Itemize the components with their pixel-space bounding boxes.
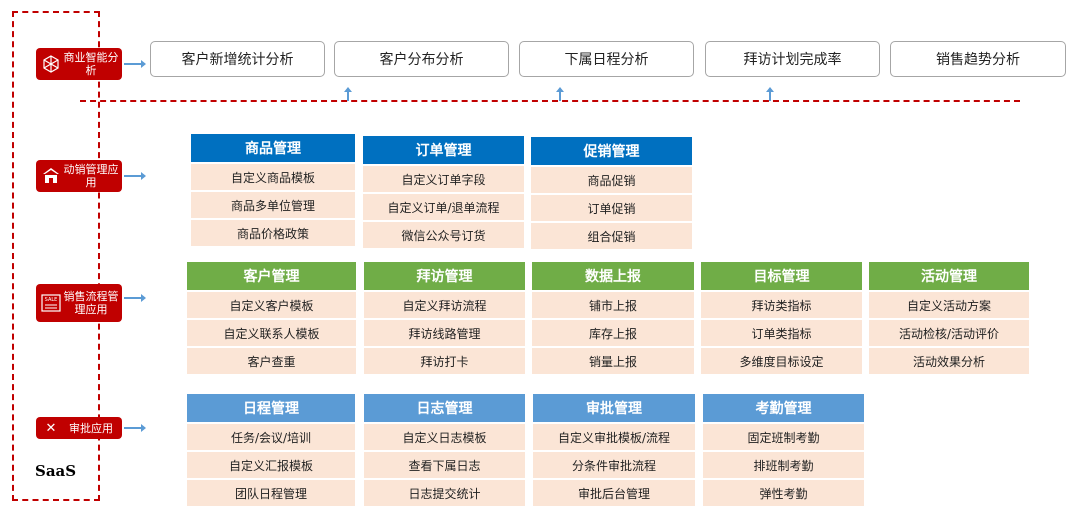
module-title: 拜访管理 — [364, 262, 525, 290]
module-item: 商品价格政策 — [191, 220, 355, 246]
module-item: 日志提交统计 — [364, 480, 525, 506]
module-item: 自定义日志模板 — [364, 424, 525, 450]
module-title: 促销管理 — [531, 137, 692, 165]
module-item: 商品促销 — [531, 167, 692, 193]
module-target: 目标管理 拜访类指标 订单类指标 多维度目标设定 — [701, 262, 862, 376]
module-item: 商品多单位管理 — [191, 192, 355, 218]
module-item: 多维度目标设定 — [701, 348, 862, 374]
category-approval: ✕ 审批应用 — [36, 417, 122, 439]
module-item: 自定义订单字段 — [363, 166, 524, 192]
module-title: 客户管理 — [187, 262, 356, 290]
module-title: 目标管理 — [701, 262, 862, 290]
category-label: 动销管理应用 — [63, 163, 119, 189]
module-item: 自定义审批模板/流程 — [533, 424, 695, 450]
module-item: 客户查重 — [187, 348, 356, 374]
module-item: 分条件审批流程 — [533, 452, 695, 478]
module-title: 考勤管理 — [703, 394, 864, 422]
module-item: 库存上报 — [532, 320, 694, 346]
category-sales: SALE 销售流程管理应用 — [36, 284, 122, 322]
saas-label: SaaS — [35, 462, 77, 480]
module-item: 排班制考勤 — [703, 452, 864, 478]
arrow-up — [766, 87, 774, 101]
module-item: 销量上报 — [532, 348, 694, 374]
bi-box: 下属日程分析 — [519, 41, 694, 77]
module-item: 自定义拜访流程 — [364, 292, 525, 318]
module-item: 任务/会议/培训 — [187, 424, 355, 450]
arrow-right — [124, 424, 146, 432]
arrow-right — [124, 60, 146, 68]
module-item: 自定义汇报模板 — [187, 452, 355, 478]
module-item: 自定义订单/退单流程 — [363, 194, 524, 220]
module-title: 订单管理 — [363, 136, 524, 164]
module-item: 活动检核/活动评价 — [869, 320, 1029, 346]
module-log: 日志管理 自定义日志模板 查看下属日志 日志提交统计 — [364, 394, 525, 508]
module-item: 拜访类指标 — [701, 292, 862, 318]
module-approval: 审批管理 自定义审批模板/流程 分条件审批流程 审批后台管理 — [533, 394, 695, 508]
saas-frame — [12, 11, 100, 501]
module-item: 固定班制考勤 — [703, 424, 864, 450]
module-attendance: 考勤管理 固定班制考勤 排班制考勤 弹性考勤 — [703, 394, 864, 508]
category-label: 销售流程管理应用 — [63, 290, 119, 316]
category-bi: 商业智能分析 — [36, 48, 122, 80]
store-icon — [40, 165, 62, 187]
module-data-report: 数据上报 铺市上报 库存上报 销量上报 — [532, 262, 694, 376]
bi-divider-line — [80, 100, 1020, 102]
module-activity: 活动管理 自定义活动方案 活动检核/活动评价 活动效果分析 — [869, 262, 1029, 376]
bi-box: 销售趋势分析 — [890, 41, 1066, 77]
module-item: 查看下属日志 — [364, 452, 525, 478]
module-product: 商品管理 自定义商品模板 商品多单位管理 商品价格政策 — [191, 134, 355, 248]
module-schedule: 日程管理 任务/会议/培训 自定义汇报模板 团队日程管理 — [187, 394, 355, 508]
module-item: 活动效果分析 — [869, 348, 1029, 374]
module-item: 弹性考勤 — [703, 480, 864, 506]
bi-box: 客户新增统计分析 — [150, 41, 325, 77]
module-item: 审批后台管理 — [533, 480, 695, 506]
module-item: 自定义联系人模板 — [187, 320, 356, 346]
module-title: 日志管理 — [364, 394, 525, 422]
module-item: 订单类指标 — [701, 320, 862, 346]
module-customer: 客户管理 自定义客户模板 自定义联系人模板 客户查重 — [187, 262, 356, 376]
arrow-up — [344, 87, 352, 101]
module-item: 团队日程管理 — [187, 480, 355, 506]
module-item: 拜访打卡 — [364, 348, 525, 374]
module-item: 自定义活动方案 — [869, 292, 1029, 318]
module-item: 自定义客户模板 — [187, 292, 356, 318]
sale-icon: SALE — [40, 292, 62, 314]
module-title: 活动管理 — [869, 262, 1029, 290]
category-dongxiao: 动销管理应用 — [36, 160, 122, 192]
module-order: 订单管理 自定义订单字段 自定义订单/退单流程 微信公众号订货 — [363, 136, 524, 250]
arrow-right — [124, 294, 146, 302]
module-title: 日程管理 — [187, 394, 355, 422]
module-item: 拜访线路管理 — [364, 320, 525, 346]
module-item: 微信公众号订货 — [363, 222, 524, 248]
module-title: 商品管理 — [191, 134, 355, 162]
bi-box: 客户分布分析 — [334, 41, 509, 77]
svg-text:SALE: SALE — [45, 297, 58, 303]
module-promotion: 促销管理 商品促销 订单促销 组合促销 — [531, 137, 692, 251]
arrow-up — [556, 87, 564, 101]
arrow-right — [124, 172, 146, 180]
module-title: 数据上报 — [532, 262, 694, 290]
module-visit: 拜访管理 自定义拜访流程 拜访线路管理 拜访打卡 — [364, 262, 525, 376]
category-label: 审批应用 — [69, 421, 113, 435]
close-icon: ✕ — [45, 420, 57, 436]
network-icon — [40, 53, 62, 75]
category-label: 商业智能分析 — [63, 51, 119, 77]
module-item: 铺市上报 — [532, 292, 694, 318]
module-item: 组合促销 — [531, 223, 692, 249]
module-title: 审批管理 — [533, 394, 695, 422]
module-item: 订单促销 — [531, 195, 692, 221]
module-item: 自定义商品模板 — [191, 164, 355, 190]
bi-box: 拜访计划完成率 — [705, 41, 880, 77]
